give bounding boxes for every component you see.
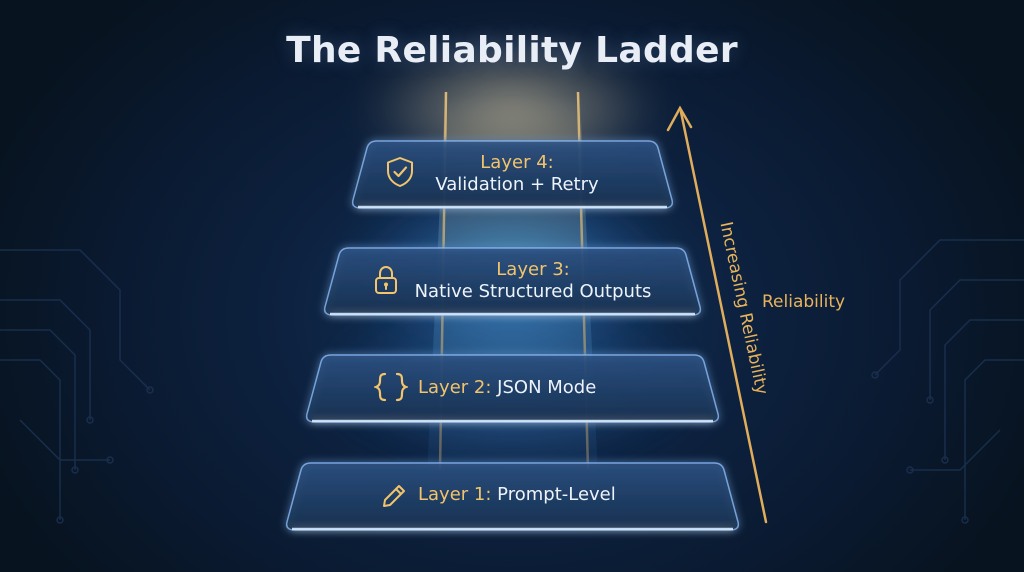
layer-2-title: Layer 2: (418, 377, 492, 398)
layer-4-title: Layer 4: (480, 152, 554, 173)
page-title: The Reliability Ladder (286, 30, 738, 71)
layer-3-subtitle: Native Structured Outputs (414, 281, 652, 302)
platform-layer-3 (323, 247, 702, 316)
platform-layer-4 (351, 140, 674, 209)
circuit-decoration-right (871, 239, 1024, 524)
layer-1-title: Layer 1: (418, 484, 492, 505)
layer-4-subtitle: Validation + Retry (435, 174, 599, 195)
curly-braces-icon (374, 372, 408, 402)
pencil-icon (383, 485, 405, 507)
layer-1-subtitle: Prompt-Level (497, 484, 616, 505)
lock-icon (375, 265, 397, 294)
shield-check-icon (387, 157, 413, 187)
layer-3-label: Layer 3: Native Structured Outputs (405, 259, 661, 303)
layer-2-label: Layer 2: JSON Mode (418, 377, 618, 399)
platform-layer-2 (305, 354, 720, 423)
layer-4-label: Layer 4: Validation + Retry (412, 152, 622, 196)
platform-layer-1 (285, 462, 740, 531)
circuit-decoration-left (0, 249, 154, 524)
arrow-side-label: Reliability (762, 292, 846, 312)
layer-1-label: Layer 1: Prompt-Level (418, 484, 638, 506)
layer-3-title: Layer 3: (496, 259, 570, 280)
layer-2-subtitle: JSON Mode (497, 377, 597, 398)
reliability-arrow (666, 105, 768, 524)
